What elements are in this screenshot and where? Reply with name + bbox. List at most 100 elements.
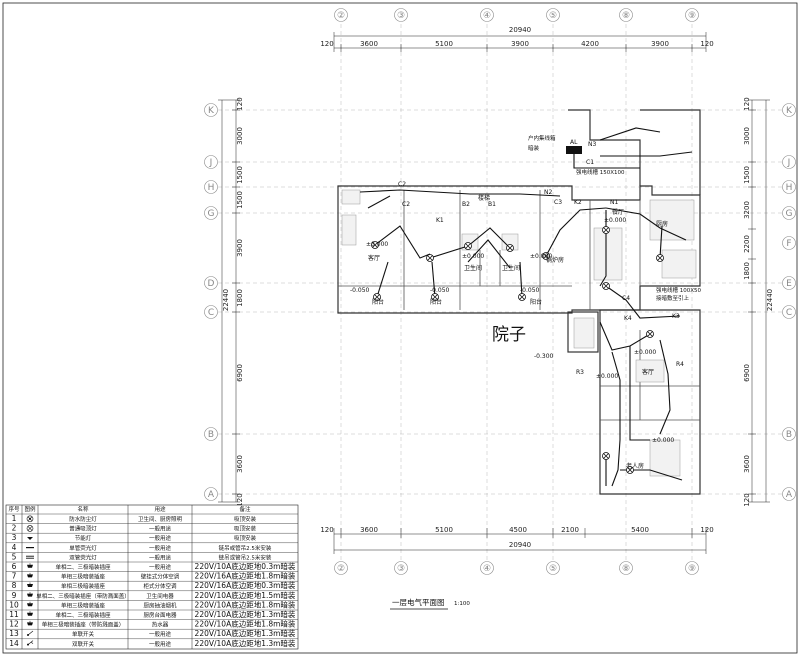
dim-seg: 5400 xyxy=(631,526,649,534)
legend-cell-no: 1 xyxy=(12,514,17,523)
legend-cell-note: 220V/10A底边距地0.3m暗装 xyxy=(195,561,296,571)
level-mark: ±0.000 xyxy=(596,373,618,380)
axis-label: J xyxy=(787,158,791,168)
bottom-dimensions: 120 3600 5100 4500 2100 5400 120 20940 xyxy=(320,526,714,554)
circuit-tag: B2 xyxy=(462,201,470,208)
dim-seg: 4200 xyxy=(581,40,599,48)
circuit-tags: C2 C2 K1 B2 B1 N2 C3 K2 N1 N3 C1 AL C4 K… xyxy=(398,139,684,376)
dim-seg: 3600 xyxy=(743,455,751,473)
legend-cell-use: 柜式分体空调 xyxy=(143,582,177,590)
legend-cell-use: 卫生间、厨房照明 xyxy=(138,515,183,523)
legend-cell-name: 单相二、三极暗装插座（带防溅面盖） xyxy=(36,592,130,600)
legend-cell-note: 220V/10A底边距地1.8m暗装 xyxy=(195,619,296,629)
legend-cell-name: 单相三极暗装插座（带防溅面盖） xyxy=(42,621,125,629)
dim-seg: 3900 xyxy=(236,239,244,257)
drawing-title: 一层电气平面图 1:100 xyxy=(390,597,470,610)
legend-cell-no: 5 xyxy=(12,552,17,561)
legend-cell-name: 单相二、三极暗装插座 xyxy=(55,563,111,571)
legend-cell-no: 14 xyxy=(9,639,19,648)
legend-cell-no: 13 xyxy=(9,629,19,638)
dim-seg: 120 xyxy=(320,526,333,534)
legend-cell-note: 220V/10A底边距地1.8m暗装 xyxy=(195,599,296,609)
legend-cell-no: 2 xyxy=(12,524,17,533)
dim-seg: 6900 xyxy=(236,364,244,382)
legend-cell-name: 双联开关 xyxy=(72,640,95,648)
right-axis-bubbles: K J H G F E C B A xyxy=(782,103,796,501)
dim-seg: 3600 xyxy=(360,526,378,534)
axis-label: ④ xyxy=(483,11,491,21)
axis-label: E xyxy=(786,279,792,289)
note-trunk1: 强电线槽 150X100 xyxy=(576,168,625,176)
circuit-tag: B1 xyxy=(488,201,496,208)
room-living2: 客厅 xyxy=(642,368,654,376)
legend-cell-use: 一般用途 xyxy=(149,544,172,552)
room-balcony: 阳台 xyxy=(530,298,542,306)
legend-cell-name: 单联开关 xyxy=(72,630,95,638)
legend-cell-note: 220V/16A底边距地0.3m暗装 xyxy=(195,580,296,590)
legend-cell-note: 链吊或管吊2.5米安装 xyxy=(219,544,272,552)
circuit-tag: AL xyxy=(570,139,578,146)
axis-label: ⑨ xyxy=(688,11,696,21)
dim-seg: 1800 xyxy=(743,262,751,280)
axis-label: ③ xyxy=(397,564,405,574)
notes: 户内集线箱 暗装 强电线槽 150X100 强电线槽 100X50 接暗敷至引上 xyxy=(528,134,702,302)
legend-symbol-icon xyxy=(27,563,33,568)
circuit-tag: R3 xyxy=(576,369,584,376)
circuit-tag: N1 xyxy=(610,199,618,206)
room-kitchen: 厨房 xyxy=(656,220,668,228)
top-axis-bubbles: ② ③ ④ ⑤ ⑧ ⑨ xyxy=(334,8,699,22)
dim-seg: 1500 xyxy=(236,191,244,209)
drawing-title-text: 一层电气平面图 xyxy=(392,597,445,607)
axis-label: G xyxy=(786,209,793,219)
legend-cell-no: 3 xyxy=(12,533,17,542)
legend-cell-name: 单相三极暗装插座 xyxy=(61,573,106,581)
partition-walls xyxy=(338,190,700,421)
axis-label: ⑧ xyxy=(622,11,630,21)
axis-label: ⑧ xyxy=(622,564,630,574)
circuit-tag: K1 xyxy=(436,217,444,224)
dim-total: 20940 xyxy=(509,26,531,34)
level-mark: -0.050 xyxy=(350,287,370,294)
top-dimensions: 20940 120 3600 5100 3900 4200 3900 120 xyxy=(320,26,714,52)
dim-seg: 2200 xyxy=(743,235,751,253)
circuit-tag: C1 xyxy=(586,159,594,166)
axis-label: D xyxy=(208,279,215,289)
legend-cell-note: 220V/10A底边距地1.5m暗装 xyxy=(195,590,296,600)
legend-header: 名称 xyxy=(77,505,89,513)
axis-label: H xyxy=(786,183,793,193)
room-living: 客厅 xyxy=(368,254,380,262)
axis-label: F xyxy=(786,239,791,249)
dim-total: 22440 xyxy=(766,289,774,311)
legend-cell-use: 一般用途 xyxy=(149,553,172,561)
legend-symbol-icon xyxy=(27,537,33,540)
note-trunk2: 强电线槽 100X50 xyxy=(656,286,702,294)
legend-cell-name: 双管荧光灯 xyxy=(69,553,97,561)
legend-cell-name: 单管荧光灯 xyxy=(69,544,97,552)
room-balcony: 阳台 xyxy=(430,298,442,306)
room-balcony: 阳台 xyxy=(372,298,384,306)
room-dining: 餐厅 xyxy=(612,208,624,216)
axis-label: A xyxy=(208,490,215,500)
legend-header: 图例 xyxy=(24,505,36,513)
dim-seg: 120 xyxy=(236,97,244,110)
dim-seg: 3000 xyxy=(743,127,751,145)
legend-cell-use: 厨房抽油烟机 xyxy=(143,601,177,609)
legend-cell-note: 220V/10A底边距地1.3m暗装 xyxy=(195,609,296,619)
room-stair: 楼梯 xyxy=(478,194,490,202)
dim-seg: 3900 xyxy=(651,40,669,48)
note-trunk3: 接暗敷至引上 xyxy=(656,294,690,302)
legend-cell-use: 热水器 xyxy=(152,621,169,629)
legend-cell-note: 220V/10A底边距地1.3m暗装 xyxy=(195,628,296,638)
dim-seg: 5100 xyxy=(435,526,453,534)
circuit-tag: C4 xyxy=(622,295,630,302)
dim-seg: 3200 xyxy=(743,201,751,219)
note-meter: 户内集线箱 xyxy=(528,134,556,142)
circuit-tag: C2 xyxy=(402,201,410,208)
left-axis-bubbles: K J H G D C B A xyxy=(204,103,218,501)
legend-cell-name: 节能灯 xyxy=(75,534,92,542)
legend-cell-use: 一般用途 xyxy=(149,563,172,571)
dim-seg: 120 xyxy=(743,97,751,110)
